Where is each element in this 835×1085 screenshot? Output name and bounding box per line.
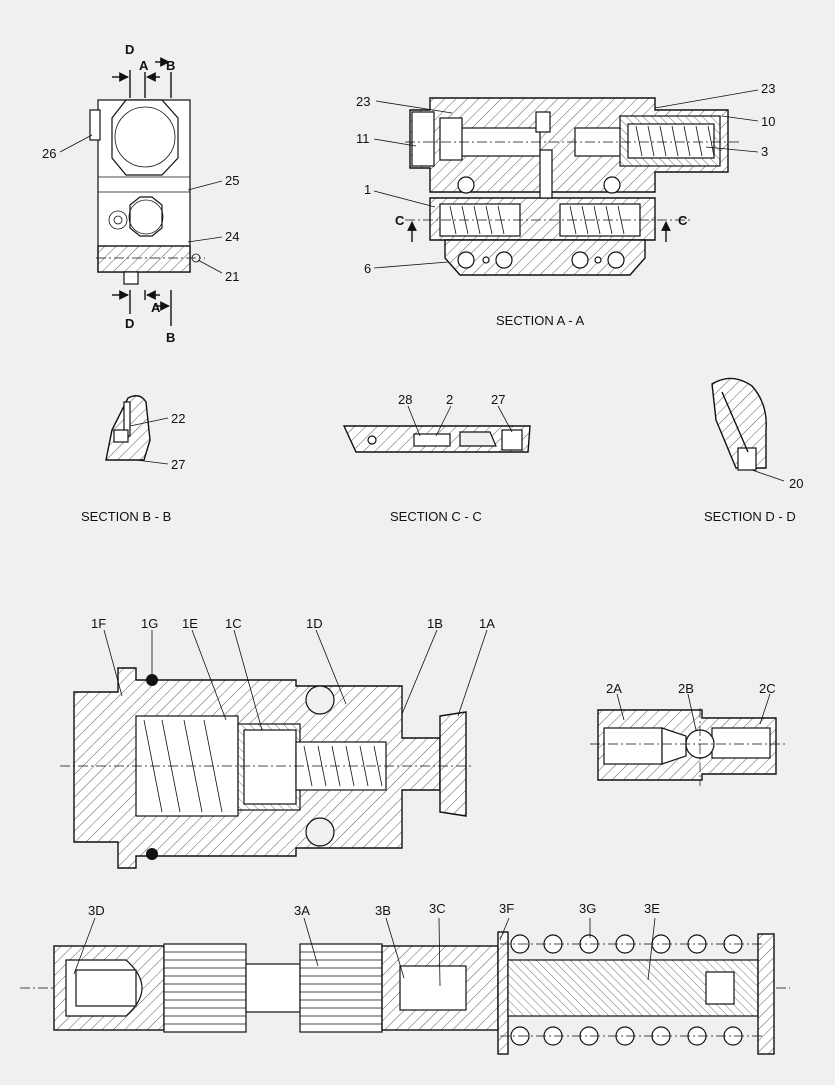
- callout-2-c: 2: [446, 392, 453, 407]
- leaders-section-b-b: [129, 417, 169, 465]
- callout-2C: 2C: [759, 681, 776, 696]
- component-3-drawing: [20, 931, 790, 1055]
- cut-mark-a-bottom: A: [151, 300, 161, 315]
- callout-28: 28: [398, 392, 412, 407]
- callout-3G: 3G: [579, 901, 596, 916]
- leaders-section-a-a: [373, 89, 759, 269]
- callout-2A: 2A: [606, 681, 622, 696]
- cut-mark-c-left: C: [395, 213, 405, 228]
- callout-23-right: 23: [761, 81, 775, 96]
- component-1-drawing: [60, 667, 472, 869]
- callout-2B: 2B: [678, 681, 694, 696]
- leaders-component-1: [103, 629, 488, 731]
- callout-1C: 1C: [225, 616, 242, 631]
- callout-26: 26: [42, 146, 56, 161]
- section-d-d-drawing: [711, 377, 767, 471]
- component-2-drawing: [590, 708, 786, 786]
- section-c-c-title: SECTION C - C: [390, 509, 482, 524]
- section-b-b-title: SECTION B - B: [81, 509, 171, 524]
- callout-20: 20: [789, 476, 803, 491]
- section-d-d-title: SECTION D - D: [704, 509, 796, 524]
- cut-mark-b-top: B: [166, 58, 175, 73]
- leaders-side-view: [59, 134, 223, 274]
- callout-6: 6: [364, 261, 371, 276]
- section-b-b-drawing: [105, 395, 151, 461]
- callout-21: 21: [225, 269, 239, 284]
- leaders-component-3: [73, 917, 656, 987]
- callout-3D: 3D: [88, 903, 105, 918]
- cut-mark-b-bottom: B: [166, 330, 175, 345]
- leaders-component-2: [616, 693, 771, 731]
- callout-27-b: 27: [171, 457, 185, 472]
- callout-24: 24: [225, 229, 239, 244]
- callout-3F: 3F: [499, 901, 514, 916]
- callout-1B: 1B: [427, 616, 443, 631]
- callout-1E: 1E: [182, 616, 198, 631]
- callout-27-c: 27: [491, 392, 505, 407]
- section-c-c-drawing: [342, 425, 531, 453]
- callout-1D: 1D: [306, 616, 323, 631]
- leaders-section-c-c: [407, 405, 513, 437]
- cut-mark-d-bottom: D: [125, 316, 134, 331]
- callout-25: 25: [225, 173, 239, 188]
- callout-1A: 1A: [479, 616, 495, 631]
- callout-1: 1: [364, 182, 371, 197]
- cut-mark-d-top: D: [125, 42, 134, 57]
- callout-11: 11: [356, 131, 370, 146]
- section-a-a-drawing: [405, 97, 740, 276]
- callout-3E: 3E: [644, 901, 660, 916]
- leader-20: [751, 469, 785, 482]
- callout-1F: 1F: [91, 616, 106, 631]
- callout-1G: 1G: [141, 616, 158, 631]
- callout-23-left: 23: [356, 94, 370, 109]
- callout-3B: 3B: [375, 903, 391, 918]
- callout-3: 3: [761, 144, 768, 159]
- section-a-a-title: SECTION A - A: [496, 313, 584, 328]
- side-view: [89, 57, 205, 326]
- cut-mark-a-top: A: [139, 58, 149, 73]
- callout-3A: 3A: [294, 903, 310, 918]
- callout-10: 10: [761, 114, 775, 129]
- callout-3C: 3C: [429, 901, 446, 916]
- cut-mark-c-right: C: [678, 213, 688, 228]
- callout-22: 22: [171, 411, 185, 426]
